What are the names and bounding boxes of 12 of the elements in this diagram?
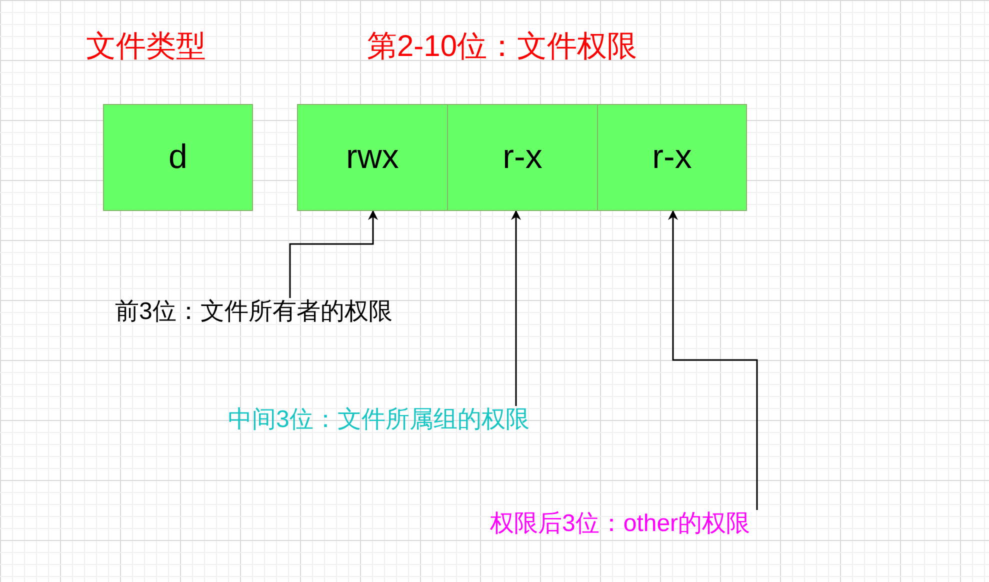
annotation-text: 权限后3位：other的权限: [490, 510, 750, 538]
annotation-text: 中间3位：文件所属组的权限: [228, 406, 530, 434]
permission-box: d: [103, 104, 253, 211]
arrow: [668, 210, 758, 510]
permission-box: r-x: [447, 104, 598, 211]
permission-box: rwx: [297, 104, 448, 211]
heading-text: 第2-10位：文件权限: [367, 30, 638, 64]
arrow: [289, 210, 378, 298]
annotation-text: 前3位：文件所有者的权限: [115, 298, 392, 326]
heading-text: 文件类型: [86, 30, 206, 64]
arrow: [511, 210, 521, 406]
permission-box: r-x: [597, 104, 747, 211]
